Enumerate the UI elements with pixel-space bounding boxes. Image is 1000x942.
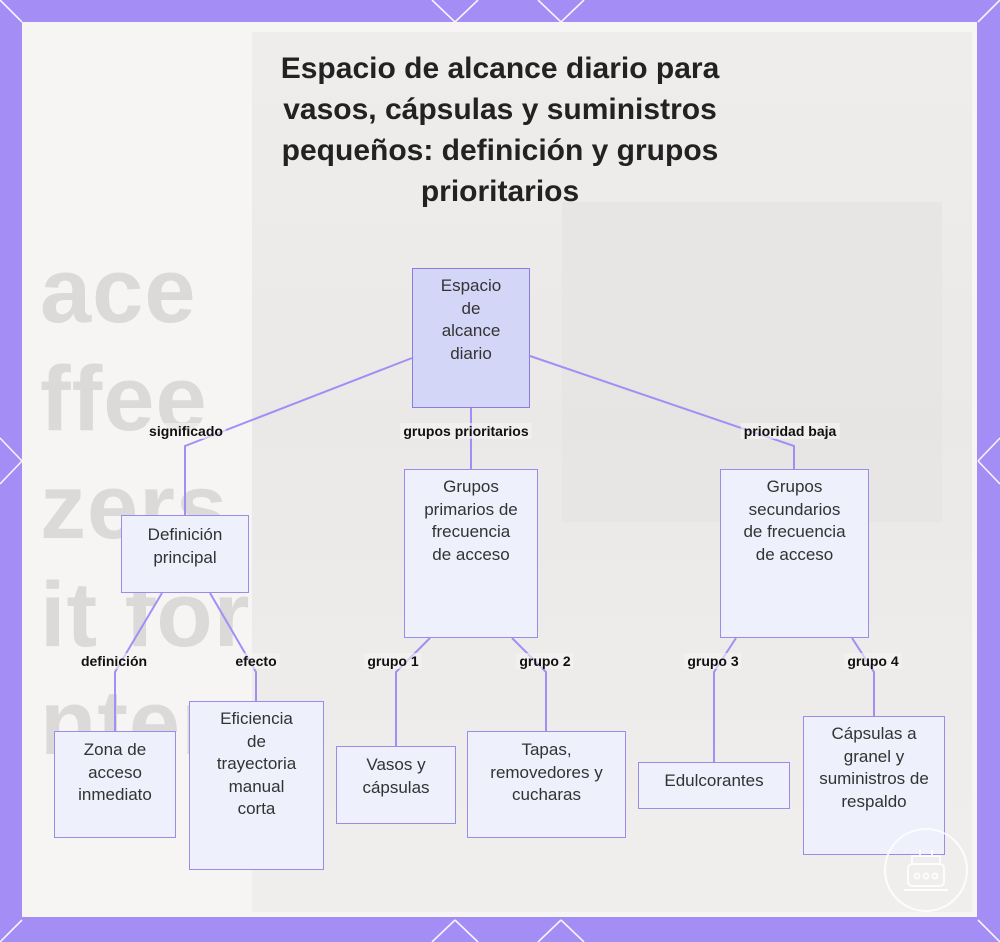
edge-label-grupo3: grupo 3 [684,653,742,669]
node-vasos-capsulas: Vasos y cápsulas [336,746,456,824]
edge-label-grupo4: grupo 4 [844,653,902,669]
edge-label-efecto: efecto [232,653,280,669]
edge-label-grupo2: grupo 2 [516,653,574,669]
edge-label-grupo1: grupo 1 [364,653,422,669]
edge-significado [184,357,413,515]
background-appliance-shape [562,202,942,522]
node-edulcorantes: Edulcorantes [638,762,790,809]
edge-efecto [209,592,257,701]
node-zona-acceso-inmediato: Zona de acceso inmediato [54,731,176,838]
edge-label-significado: significado [146,423,226,439]
edge-label-grupos-prioritarios: grupos prioritarios [400,423,532,439]
edge-prioridad-baja [529,355,795,469]
coffee-maker-logo-icon [884,828,968,912]
edge-label-prioridad-baja: prioridad baja [740,423,840,439]
edge-grupo2 [511,637,547,731]
node-definicion-principal: Definición principal [121,515,249,593]
diagram-title: Espacio de alcance diario para vasos, cá… [280,52,720,208]
node-capsulas-granel: Cápsulas a granel y suministros de respa… [803,716,945,855]
edge-label-definicion: definición [77,653,151,669]
node-tapas-removedores-cucharas: Tapas, removedores y cucharas [467,731,626,838]
node-grupos-primarios: Grupos primarios de frecuencia de acceso [404,469,538,638]
node-grupos-secundarios: Grupos secundarios de frecuencia de acce… [720,469,869,638]
edge-grupo1 [395,637,431,746]
edge-grupo4 [851,637,875,716]
edge-definicion [114,592,163,731]
edge-grupo3 [713,637,737,762]
node-eficiencia-trayectoria: Eficiencia de trayectoria manual corta [189,701,324,870]
node-espacio-alcance-diario: Espacio de alcance diario [412,268,530,408]
